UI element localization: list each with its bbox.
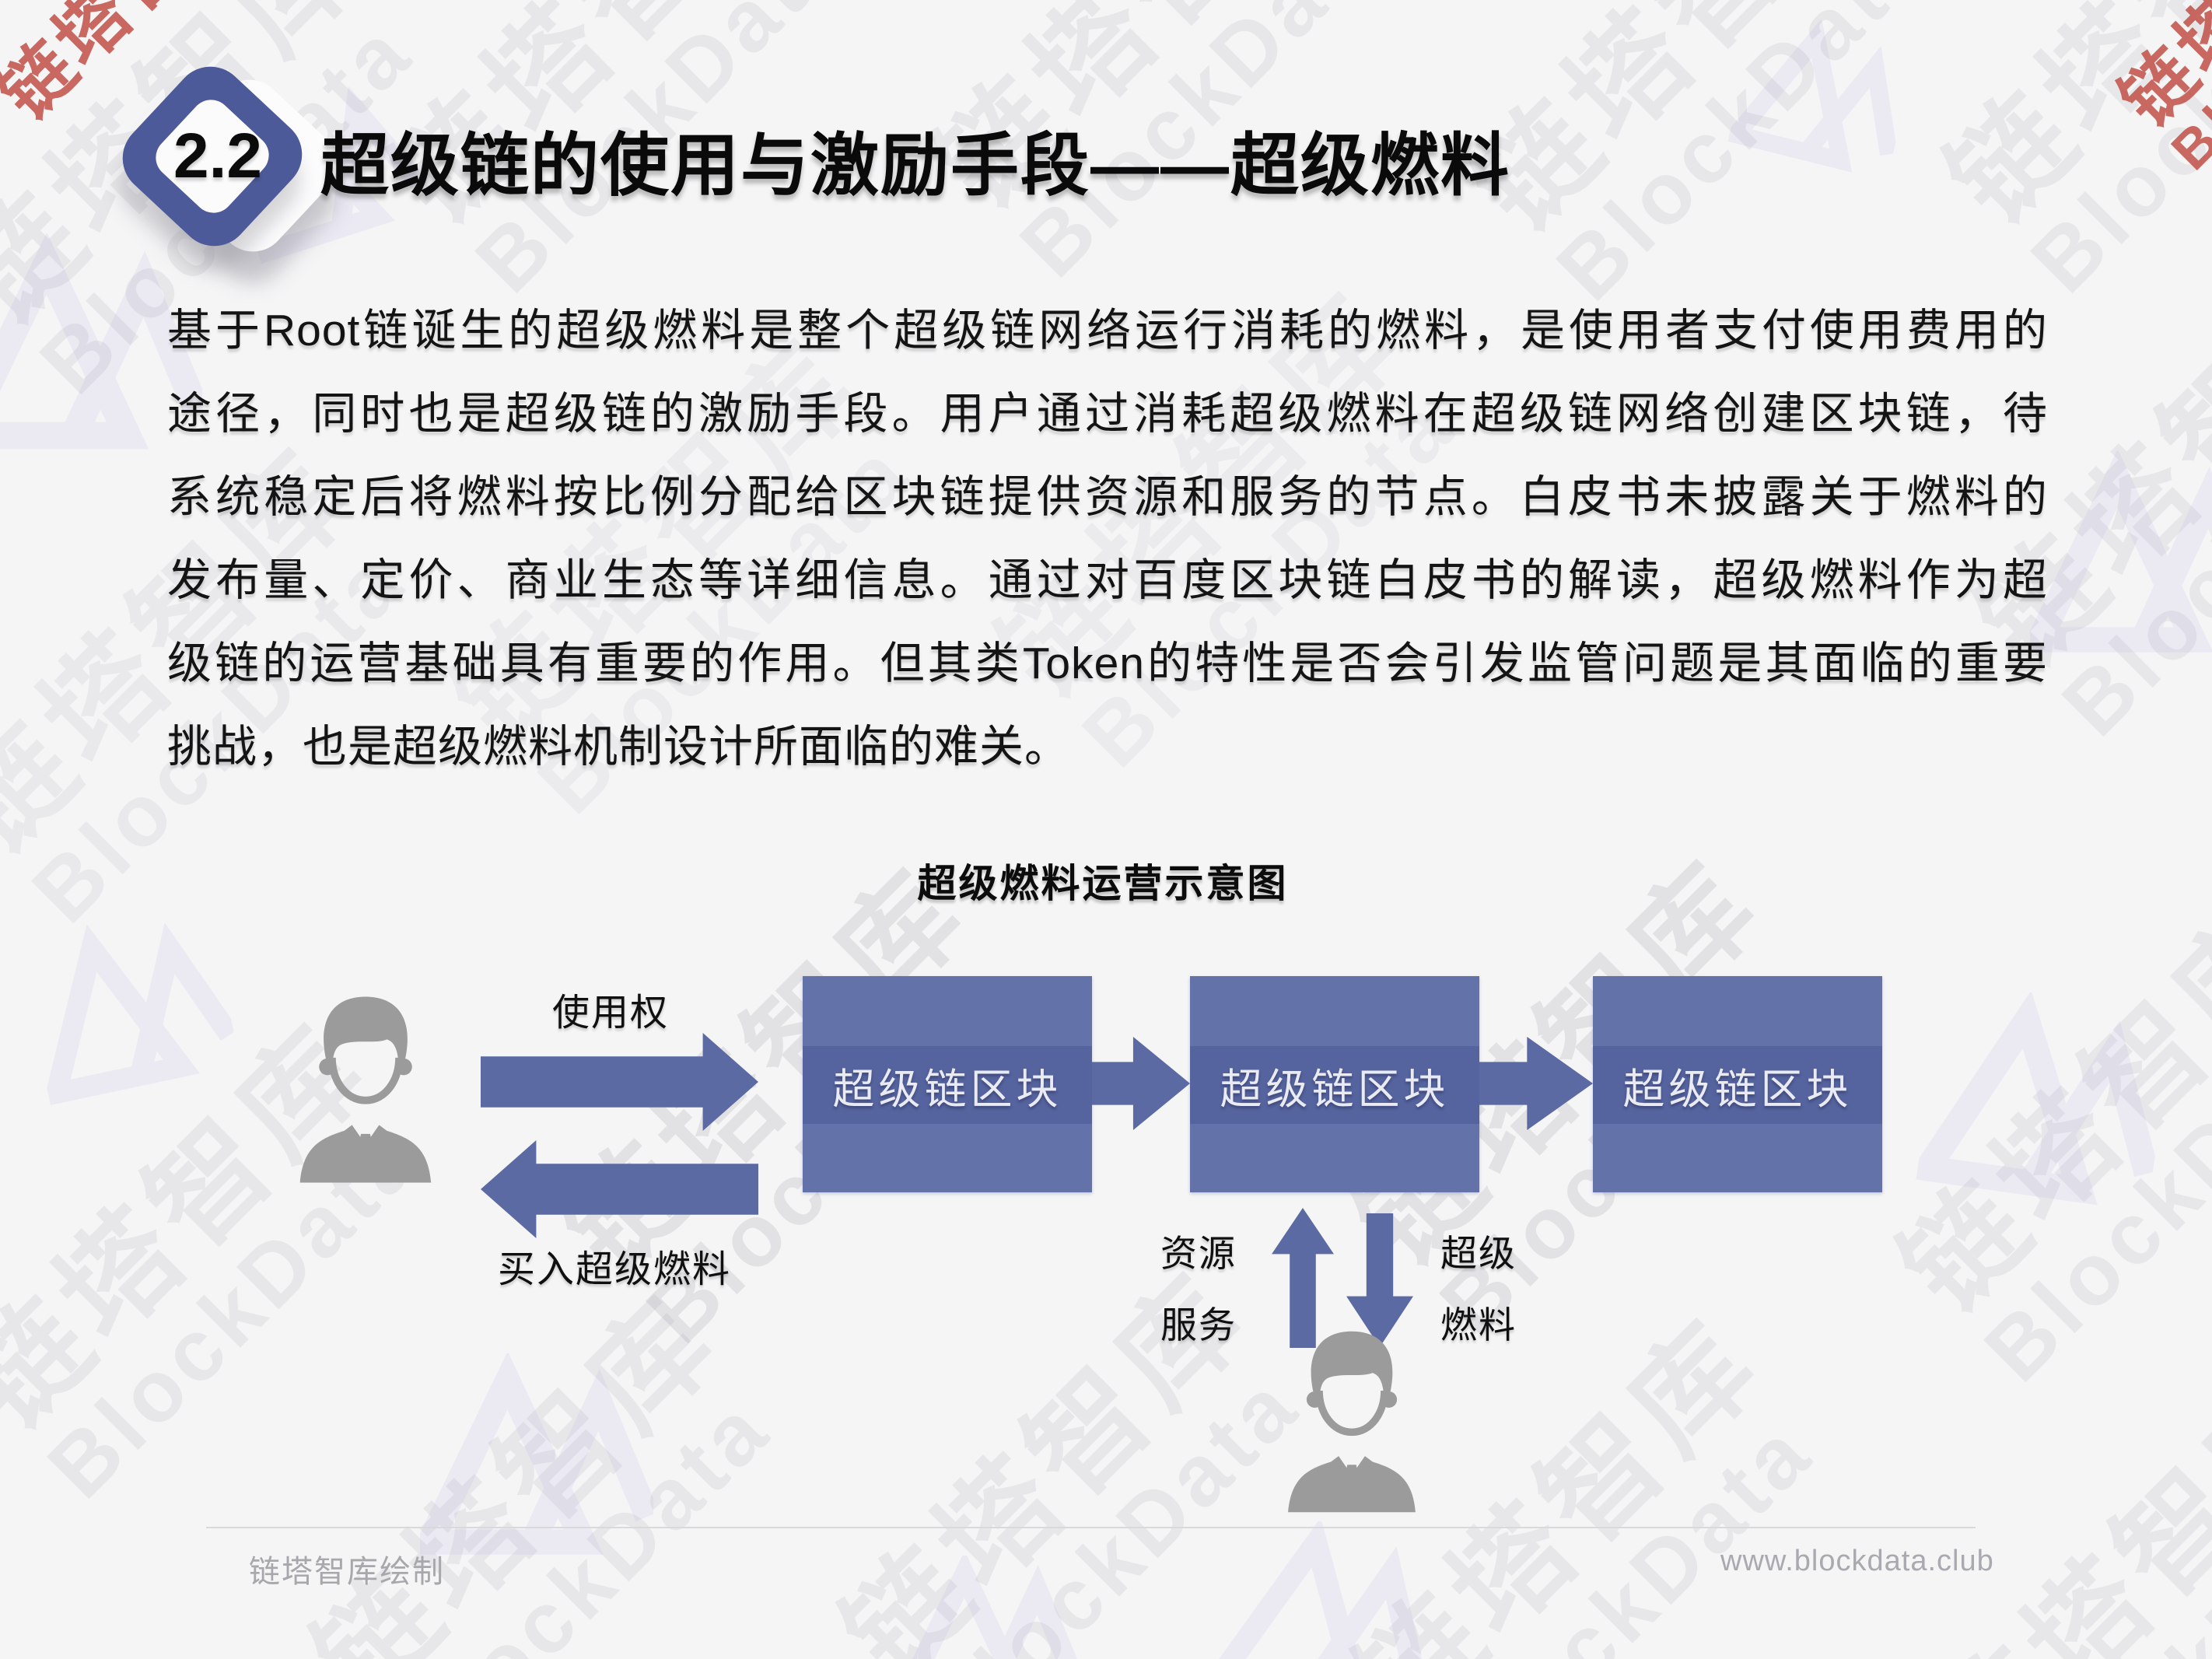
footer-website: www.blockdata.club — [1720, 1545, 1994, 1577]
blockdata-logo-watermark — [912, 1556, 1078, 1659]
footer-divider — [206, 1527, 1976, 1528]
footer-credit: 链塔智库绘制 — [249, 1555, 445, 1589]
superchain-block-band: 超级链区块 — [1593, 1046, 1882, 1124]
superchain-block-1: 超级链区块 — [803, 976, 1092, 1192]
body-paragraph: 基于Root链诞生的超级燃料是整个超级链网络运行消耗的燃料，是使用者支付使用费用… — [167, 289, 2048, 789]
blockdata-logo-watermark — [2030, 451, 2212, 653]
section-number: 2.2 — [173, 121, 262, 191]
label-buy-fuel: 买入超级燃料 — [497, 1249, 731, 1290]
paragraph-line: 途径，同时也是超级链的激励手段。用户通过消耗超级燃料在超级链网络创建区块链，待 — [167, 389, 2048, 439]
superchain-block-label: 超级链区块 — [1622, 1066, 1853, 1113]
paragraph-line: 挑战，也是超级燃料机制设计所面临的难关。 — [167, 722, 1069, 772]
blockdata-logo-watermark — [42, 922, 239, 1108]
watermark-stamp-red: 链塔智库 BlockData — [2106, 0, 2212, 181]
label-fuel-line2: 燃料 — [1440, 1304, 1517, 1346]
watermark-stamp: 链塔智库 BlockData — [1878, 882, 2212, 1400]
superchain-block-band: 超级链区块 — [1190, 1046, 1479, 1124]
arrow-chain-to-user — [481, 1140, 758, 1238]
blockdata-logo-watermark — [1916, 990, 2159, 1206]
blockdata-logo-watermark — [1215, 1517, 1426, 1659]
watermark-stamp: 链塔智库 BlockData — [820, 1248, 1318, 1659]
superchain-block-label: 超级链区块 — [1220, 1066, 1450, 1113]
arrow-fuel-down — [1346, 1213, 1413, 1347]
paragraph-line: 级链的运营基础具有重要的作用。但其类Token的特性是否会引发监管问题是其面临的… — [167, 639, 2048, 688]
label-resources-line2: 服务 — [1160, 1304, 1237, 1346]
superchain-block-band: 超级链区块 — [803, 1046, 1092, 1124]
watermark-stamp: 链塔智库 BlockData — [291, 1271, 789, 1659]
superchain-block-3: 超级链区块 — [1593, 976, 1882, 1192]
label-usage-right: 使用权 — [551, 992, 669, 1034]
paragraph-line: 基于Root链诞生的超级燃料是整个超级链网络运行消耗的燃料，是使用者支付使用费用… — [167, 306, 2048, 355]
superchain-block-label: 超级链区块 — [832, 1066, 1062, 1113]
label-fuel-line1: 超级 — [1440, 1233, 1517, 1274]
superchain-block-2: 超级链区块 — [1190, 976, 1479, 1192]
arrow-resources-up — [1272, 1208, 1334, 1348]
label-super-fuel: 超级 燃料 — [1440, 1218, 1565, 1361]
arrow-block1-to-block2 — [1092, 1037, 1190, 1130]
page-title: 超级链的使用与激励手段——超级燃料 — [320, 127, 1511, 204]
blockdata-logo-watermark — [420, 1353, 653, 1555]
node-person-icon — [1276, 1328, 1428, 1515]
arrow-block2-to-block3 — [1479, 1037, 1593, 1130]
label-resources-services: 资源 服务 — [1112, 1218, 1237, 1361]
figure-title: 超级燃料运营示意图 — [917, 862, 1289, 905]
paragraph-line: 系统稳定后将燃料按比例分配给区块链提供资源和服务的节点。白皮书未披露关于燃料的 — [167, 472, 2048, 522]
watermark-stamp: 链塔智库 BlockData — [1909, 1349, 2212, 1659]
user-person-icon — [289, 992, 442, 1187]
paragraph-line: 发布量、定价、商业生态等详细信息。通过对百度区块链白皮书的解读，超级燃料作为超 — [167, 555, 2048, 605]
arrow-user-to-chain — [481, 1033, 758, 1131]
label-resources-line1: 资源 — [1160, 1233, 1237, 1274]
